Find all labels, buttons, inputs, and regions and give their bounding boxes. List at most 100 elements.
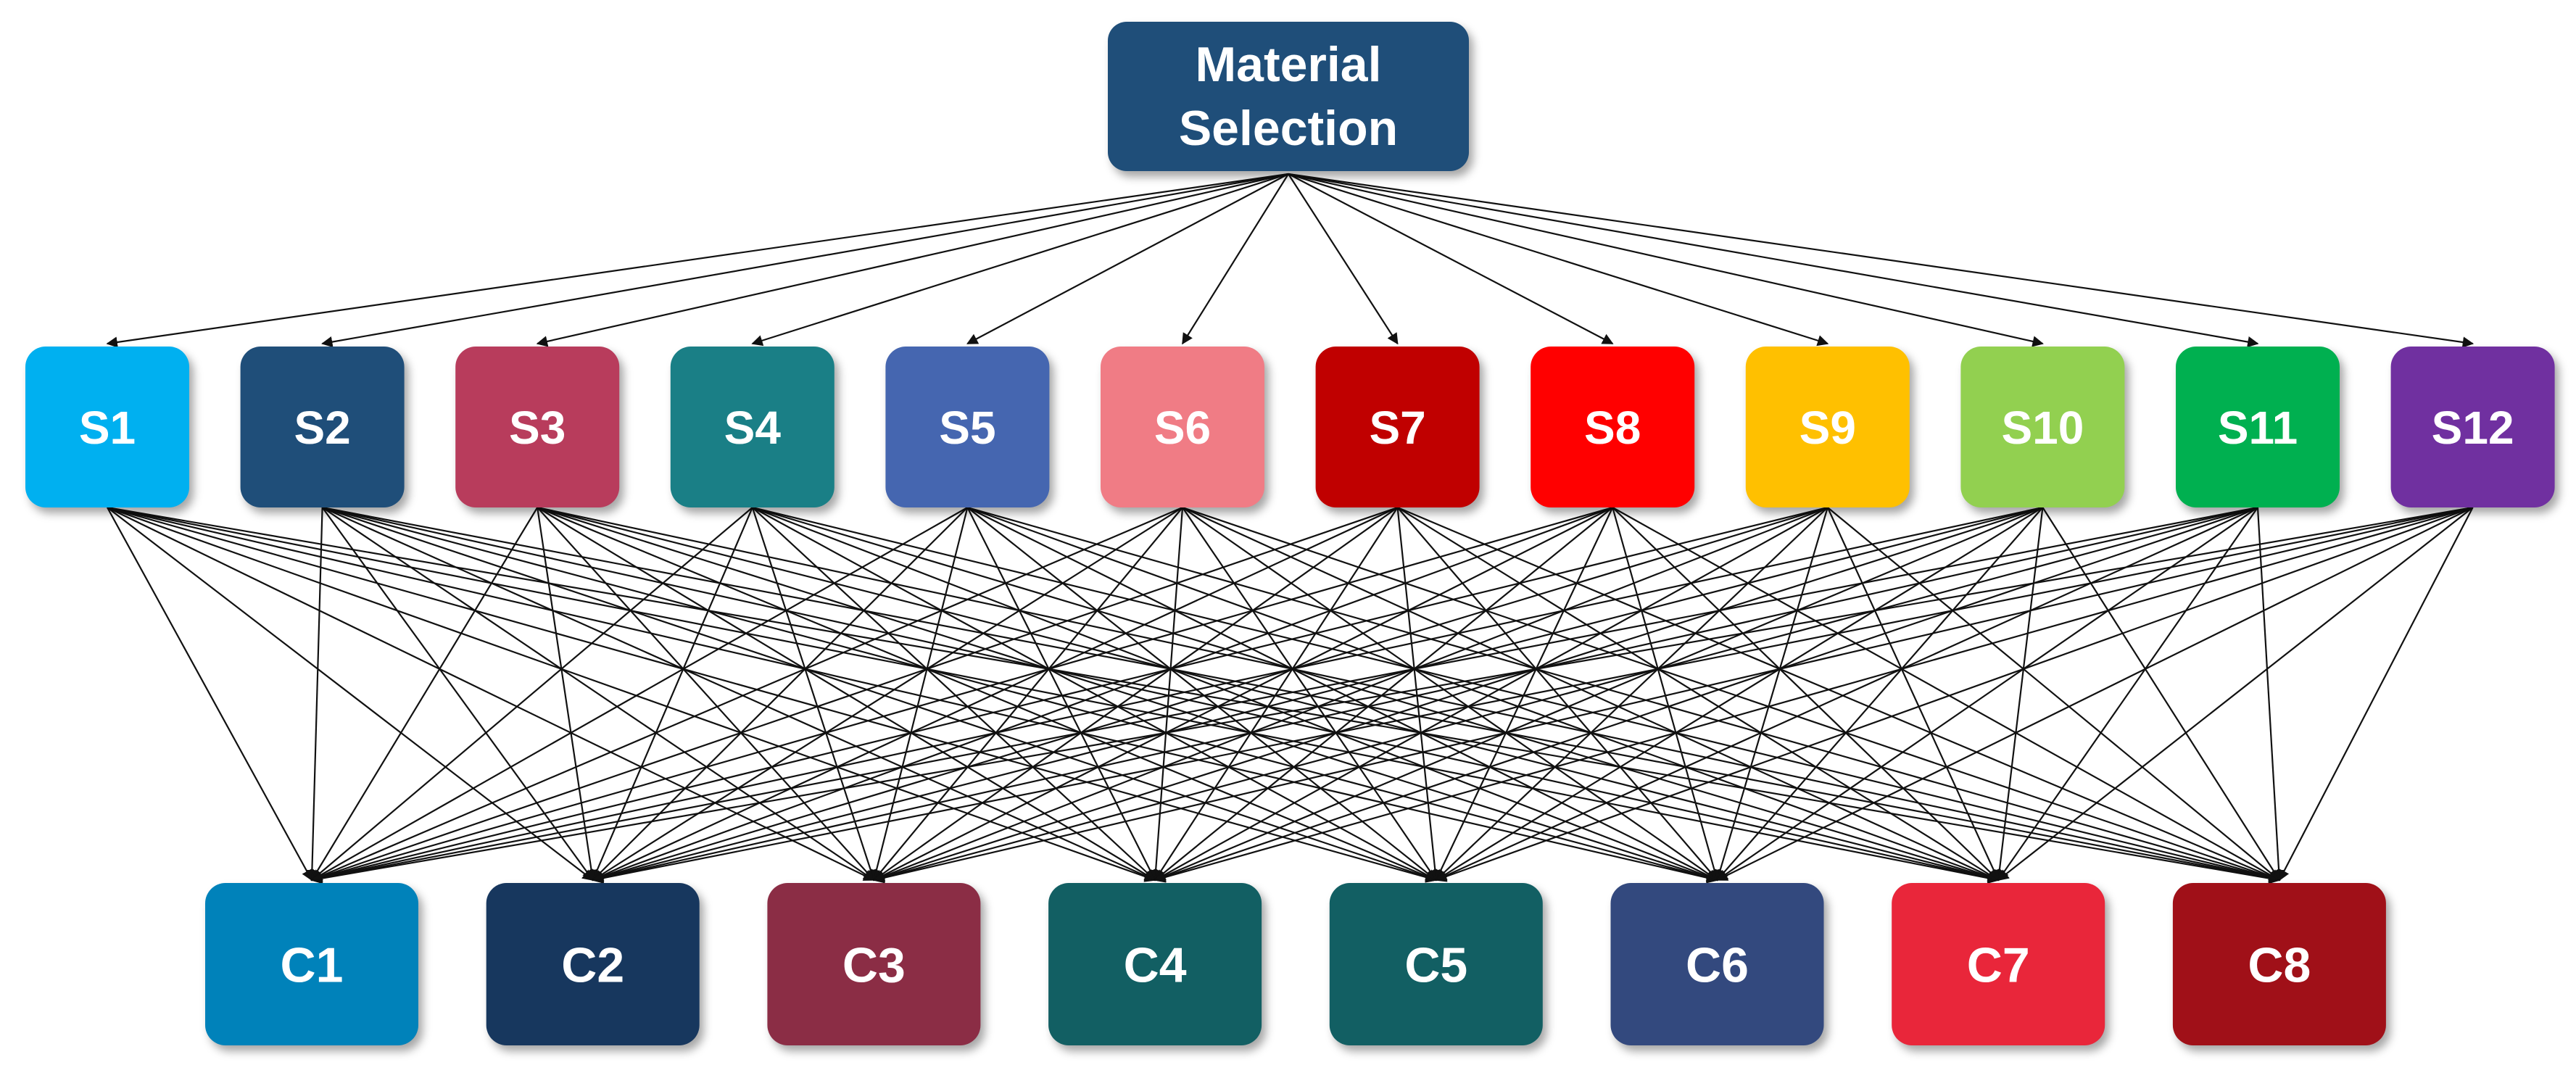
- strategy-node-s11: S11: [2176, 347, 2340, 507]
- strategy-node-label: S9: [1800, 402, 1856, 454]
- edge-s3-to-c4: [537, 507, 1156, 881]
- edge-s2-to-c3: [321, 507, 875, 881]
- criterion-node-label: C3: [842, 937, 906, 992]
- edge-s6-to-c5: [1182, 507, 1437, 882]
- edge-root-to-s5: [966, 173, 1289, 344]
- strategy-node-label: S8: [1584, 402, 1641, 454]
- edge-s5-to-c4: [966, 507, 1156, 882]
- strategy-node-box: [1101, 347, 1264, 507]
- strategy-node-s7: S7: [1315, 347, 1480, 507]
- strategy-node-box: [670, 347, 834, 507]
- strategy-node-box: [2390, 347, 2555, 507]
- strategy-node-box: [2176, 347, 2340, 507]
- edge-s9-to-c1: [310, 506, 1829, 884]
- root-to-strategy-edges: [106, 173, 2474, 348]
- edge-s4-to-c1: [310, 507, 753, 881]
- root-node: Material Selection: [1108, 22, 1469, 171]
- edge-root-to-s3: [536, 173, 1289, 347]
- edge-s6-to-c4: [1150, 507, 1184, 882]
- edge-s11-to-c4: [1154, 506, 2258, 882]
- edge-s7-to-c6: [1396, 507, 1718, 882]
- criterion-node-label: C6: [1686, 937, 1749, 992]
- edge-s2-to-c7: [322, 506, 2000, 884]
- edge-s5-to-c2: [592, 507, 969, 882]
- criterion-node-c8: C8: [2172, 883, 2386, 1045]
- criterion-node-c3: C3: [767, 883, 981, 1045]
- root-node-label-line-1: Material: [1196, 37, 1382, 92]
- strategy-node-label: S3: [509, 402, 566, 454]
- criterion-node-c5: C5: [1329, 883, 1543, 1045]
- criterion-node-box: [1610, 883, 1824, 1045]
- edge-s5-to-c6: [966, 507, 1718, 881]
- edge-s2-to-c8: [322, 506, 2281, 884]
- strategy-node-box: [25, 347, 189, 507]
- edge-s7-to-c4: [1154, 507, 1399, 882]
- edge-s4-to-c2: [592, 507, 753, 882]
- edge-s4-to-c7: [752, 506, 2000, 883]
- edge-s2-to-c2: [321, 507, 594, 882]
- edge-s10-to-c7: [1994, 507, 2044, 882]
- strategy-node-label: S10: [2001, 402, 2084, 454]
- edge-s12-to-c8: [2278, 507, 2474, 882]
- strategy-node-label: S1: [79, 402, 136, 454]
- edge-s12-to-c2: [592, 506, 2473, 884]
- edge-s1-to-c1: [107, 507, 312, 882]
- edge-s7-to-c1: [310, 506, 1398, 882]
- edge-s11-to-c7: [1997, 507, 2258, 882]
- edge-s4-to-c5: [752, 507, 1438, 881]
- edge-root-to-s2: [321, 173, 1289, 348]
- edge-s2-to-c6: [322, 506, 1718, 883]
- edge-s9-to-c7: [1826, 507, 2000, 882]
- edge-s1-to-c7: [107, 506, 2000, 884]
- edge-s9-to-c8: [1827, 507, 2281, 881]
- criterion-node-label: C8: [2248, 937, 2311, 992]
- edge-s10-to-c8: [2042, 507, 2280, 882]
- edge-root-to-s8: [1288, 173, 1614, 344]
- strategy-node-s1: S1: [25, 347, 189, 507]
- edge-s9-to-c6: [1715, 507, 1829, 882]
- strategy-node-label: S2: [294, 402, 350, 454]
- edge-s1-to-c6: [107, 506, 1719, 884]
- edge-s6-to-c8: [1182, 506, 2281, 882]
- edge-s7-to-c3: [873, 507, 1399, 881]
- strategy-node-s2: S2: [240, 347, 405, 507]
- strategy-node-label: S4: [724, 402, 782, 454]
- edge-s4-to-c3: [751, 507, 877, 882]
- criterion-node-box: [1329, 883, 1543, 1045]
- edge-s3-to-c2: [537, 507, 597, 882]
- strategy-node-box: [1960, 347, 2125, 507]
- edge-s12-to-c1: [310, 506, 2473, 884]
- criterion-node-label: C2: [561, 937, 624, 992]
- root-node-label-line-2: Selection: [1179, 101, 1398, 156]
- strategy-node-s3: S3: [455, 347, 620, 507]
- edge-s10-to-c5: [1435, 507, 2043, 881]
- criterion-node-label: C5: [1404, 937, 1467, 992]
- criterion-node-label: C1: [281, 937, 344, 992]
- edge-s1-to-c5: [107, 506, 1438, 883]
- edge-s1-to-c4: [107, 506, 1156, 882]
- criterion-node-c6: C6: [1610, 883, 1824, 1045]
- edge-s11-to-c1: [310, 506, 2258, 884]
- criterion-node-box: [1892, 883, 2105, 1045]
- edge-s2-to-c1: [306, 507, 323, 882]
- criterion-node-box: [767, 883, 981, 1045]
- edge-s3-to-c6: [537, 506, 1718, 883]
- edge-s6-to-c6: [1182, 507, 1718, 881]
- edge-s8-to-c3: [873, 507, 1613, 881]
- edge-s11-to-c6: [1716, 507, 2258, 881]
- strategy-node-s4: S4: [670, 347, 834, 507]
- edge-s9-to-c2: [592, 506, 1829, 883]
- strategy-node-box: [885, 347, 1050, 507]
- criterion-node-c4: C4: [1048, 883, 1262, 1045]
- root-node-box: [1108, 22, 1469, 171]
- strategy-node-box: [1531, 347, 1695, 507]
- edge-s5-to-c7: [967, 506, 2000, 882]
- edge-s8-to-c4: [1154, 507, 1613, 881]
- strategy-node-s12: S12: [2390, 347, 2555, 507]
- edge-s9-to-c4: [1154, 507, 1829, 881]
- criterion-node-c2: C2: [486, 883, 700, 1045]
- edge-s6-to-c3: [873, 507, 1183, 882]
- strategy-node-s5: S5: [885, 347, 1050, 507]
- criterion-node-c1: C1: [205, 883, 418, 1045]
